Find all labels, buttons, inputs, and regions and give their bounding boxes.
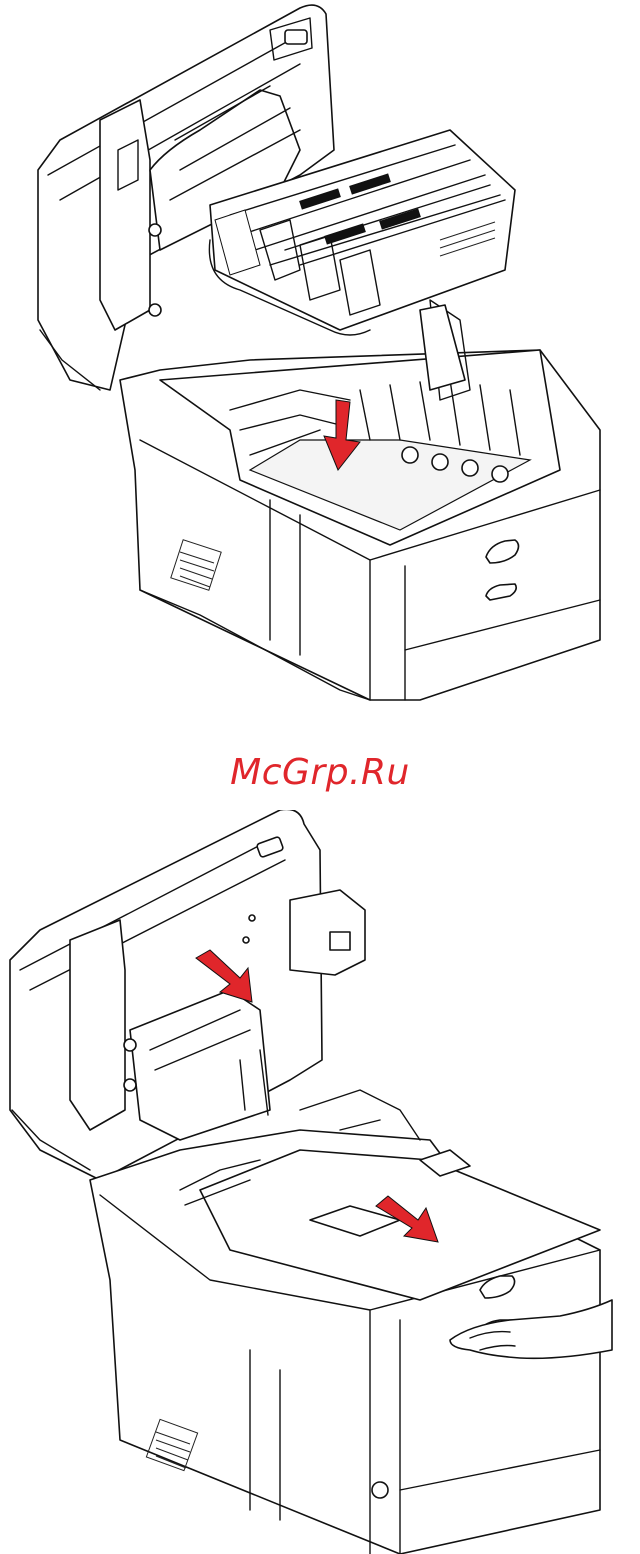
- scanner-lid: [10, 810, 365, 1180]
- printer-image-drum-install-illustration: [0, 0, 640, 720]
- printer-close-top-cover-illustration: [0, 810, 640, 1554]
- watermark-text: McGrp.Ru: [0, 752, 640, 793]
